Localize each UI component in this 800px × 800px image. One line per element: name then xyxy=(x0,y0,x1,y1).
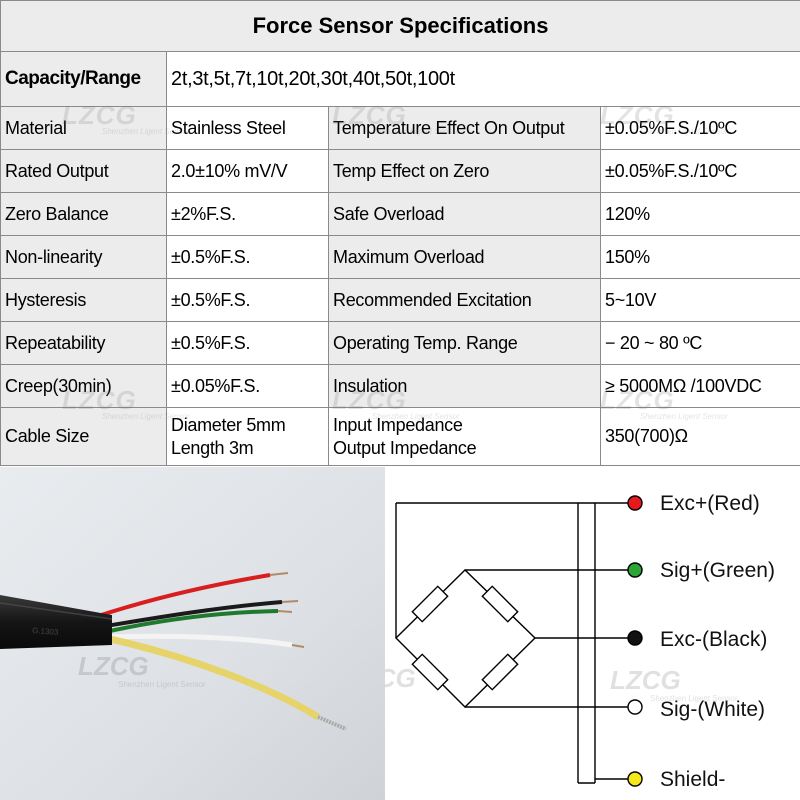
spec-label: Hysteresis xyxy=(0,278,167,322)
spec-label: Recommended Excitation xyxy=(328,278,601,322)
table-row: Repeatability ±0.5%F.S. Operating Temp. … xyxy=(0,321,800,365)
table-row: Rated Output 2.0±10% mV/V Temp Effect on… xyxy=(0,149,800,193)
spec-label: Repeatability xyxy=(0,321,167,365)
spec-value: − 20 ~ 80 ºC xyxy=(600,321,800,365)
spec-value: ±0.05%F.S./10ºC xyxy=(600,149,800,193)
wire-label-shield: Shield- xyxy=(660,768,726,791)
capacity-value: 2t,3t,5t,7t,10t,20t,30t,40t,50t,100t xyxy=(166,51,800,107)
spec-label: Temperature Effect On Output xyxy=(328,106,601,150)
spec-label: Rated Output xyxy=(0,149,167,193)
watermark-logo: LZCG xyxy=(78,651,149,681)
watermark-logo: Shenzhen Ligent Sensor xyxy=(650,694,738,703)
exc-minus-terminal-icon xyxy=(627,630,643,646)
spec-label: Cable Size xyxy=(0,407,167,466)
watermark-logo: LZCG xyxy=(385,663,416,693)
spec-value: ±0.5%F.S. xyxy=(166,278,329,322)
spec-value: ±2%F.S. xyxy=(166,192,329,236)
input-impedance-label: Input Impedance xyxy=(333,414,463,435)
wiring-diagram: LZCG LZCG Shenzhen Ligent Sensor Exc+(Re… xyxy=(385,467,800,800)
wire-label-sig-minus: Sig-(White) xyxy=(660,698,766,721)
wire-label-sig-plus: Sig+(Green) xyxy=(660,559,775,582)
spec-value: ±0.05%F.S./10ºC xyxy=(600,106,800,150)
spec-label: Maximum Overload xyxy=(328,235,601,279)
spec-label: Operating Temp. Range xyxy=(328,321,601,365)
spec-value: Stainless Steel xyxy=(166,106,329,150)
table-row: Material Stainless Steel Temperature Eff… xyxy=(0,106,800,150)
spec-value: ≥ 5000MΩ /100VDC xyxy=(600,364,800,408)
spec-value: 350(700)Ω xyxy=(600,407,800,466)
sig-plus-terminal-icon xyxy=(627,562,643,578)
spec-label: Creep(30min) xyxy=(0,364,167,408)
spec-label: Insulation xyxy=(328,364,601,408)
page-title: Force Sensor Specifications xyxy=(0,0,800,52)
watermark-logo: LZCG xyxy=(610,665,681,695)
spec-value: 2.0±10% mV/V xyxy=(166,149,329,193)
spec-value: 150% xyxy=(600,235,800,279)
spec-table: Force Sensor Specifications Capacity/Ran… xyxy=(0,0,800,466)
exc-plus-terminal-icon xyxy=(627,495,643,511)
wire-label-exc-minus: Exc-(Black) xyxy=(660,628,768,651)
spec-value: Diameter 5mm Length 3m xyxy=(166,407,329,466)
spec-value: 120% xyxy=(600,192,800,236)
capacity-label: Capacity/Range xyxy=(0,51,167,107)
spec-label: Non-linearity xyxy=(0,235,167,279)
spec-value: ±0.5%F.S. xyxy=(166,321,329,365)
svg-text:G.1303: G.1303 xyxy=(32,626,59,637)
table-row: Non-linearity ±0.5%F.S. Maximum Overload… xyxy=(0,235,800,279)
table-row: Creep(30min) ±0.05%F.S. Insulation ≥ 500… xyxy=(0,364,800,408)
spec-label: Zero Balance xyxy=(0,192,167,236)
spec-value: ±0.05%F.S. xyxy=(166,364,329,408)
watermark-logo: Shenzhen Ligent Sensor xyxy=(118,680,206,689)
sig-minus-terminal-icon xyxy=(627,699,643,715)
spec-label: Safe Overload xyxy=(328,192,601,236)
table-row: Cable Size Diameter 5mm Length 3m Input … xyxy=(0,407,800,466)
table-row: Hysteresis ±0.5%F.S. Recommended Excitat… xyxy=(0,278,800,322)
cable-diameter: Diameter 5mm xyxy=(171,414,286,435)
spec-label: Input Impedance Output Impedance xyxy=(328,407,601,466)
cable-length: Length 3m xyxy=(171,437,254,458)
spec-value: ±0.5%F.S. xyxy=(166,235,329,279)
shield-terminal-icon xyxy=(627,771,643,787)
spec-value: 5~10V xyxy=(600,278,800,322)
spec-label: Material xyxy=(0,106,167,150)
wire-label-exc-plus: Exc+(Red) xyxy=(660,492,760,515)
spec-label: Temp Effect on Zero xyxy=(328,149,601,193)
cable-photo: G.1303 LZCG Shenzhen Ligent Sensor xyxy=(0,467,385,800)
table-row: Zero Balance ±2%F.S. Safe Overload 120% xyxy=(0,192,800,236)
output-impedance-label: Output Impedance xyxy=(333,437,477,458)
